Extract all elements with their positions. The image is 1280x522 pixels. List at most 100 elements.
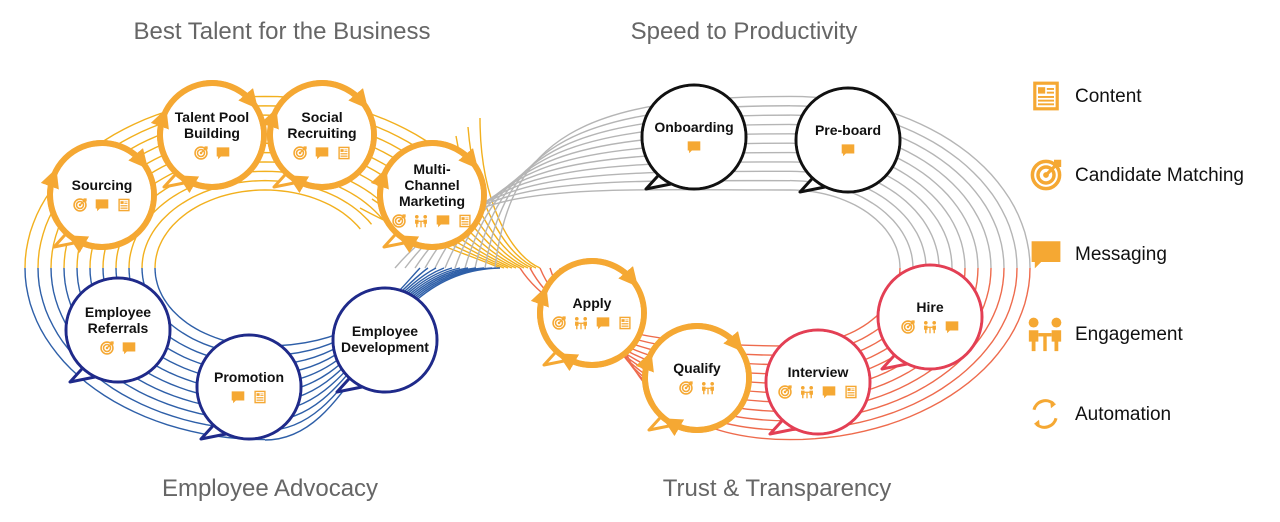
node-interview: Interview bbox=[764, 328, 872, 436]
automation-arrow bbox=[312, 80, 369, 109]
bubble-fill bbox=[334, 289, 436, 391]
bubble-fill bbox=[648, 329, 746, 427]
quadrant-title-bottom-left: Employee Advocacy bbox=[162, 475, 378, 502]
bubble-fill bbox=[767, 331, 869, 433]
automation-arrow bbox=[397, 235, 460, 254]
loop-line-gold bbox=[154, 189, 361, 269]
node-qualify: Qualify bbox=[635, 323, 752, 437]
quadrant-title-top-right: Speed to Productivity bbox=[631, 18, 858, 45]
candidate-matching-icon bbox=[392, 214, 406, 228]
node-label: Pre-board bbox=[815, 122, 881, 138]
bubble-fill bbox=[53, 146, 151, 244]
node-label: Channel bbox=[404, 177, 459, 193]
node-label: Sourcing bbox=[72, 177, 133, 193]
loop-line-gray bbox=[789, 189, 901, 269]
node-onboarding: Onboarding bbox=[640, 83, 748, 191]
candidate-matching-icon bbox=[194, 146, 208, 160]
candidate-matching-icon bbox=[679, 381, 693, 395]
loop-line-gray bbox=[494, 95, 791, 269]
candidate-matching-icon bbox=[73, 198, 87, 212]
loop-line-blue bbox=[24, 267, 266, 441]
content-icon bbox=[1033, 81, 1059, 111]
node-label: Employee bbox=[85, 304, 151, 320]
automation-arrow bbox=[202, 80, 259, 109]
candidate-matching-icon bbox=[552, 316, 566, 330]
bubble-fill bbox=[273, 86, 371, 184]
automation-arrow bbox=[150, 108, 170, 163]
candidate-matching-icon bbox=[1030, 159, 1062, 191]
node-label: Marketing bbox=[399, 193, 465, 209]
legend-label: Candidate Matching bbox=[1075, 165, 1244, 186]
node-label: Building bbox=[184, 125, 240, 141]
content-icon bbox=[845, 385, 857, 399]
legend: Content Candidate Matching Messaging Eng… bbox=[1028, 81, 1244, 430]
automation-arrow bbox=[92, 140, 149, 169]
legend-item-candidate-matching: Candidate Matching bbox=[1030, 159, 1244, 191]
automation-arrow bbox=[530, 286, 550, 341]
bubble-fill bbox=[198, 336, 300, 438]
bubble-fill bbox=[543, 264, 641, 362]
loop-line-gold bbox=[141, 179, 373, 269]
bubble-fill bbox=[797, 89, 899, 191]
content-icon bbox=[254, 390, 266, 404]
node-label: Employee bbox=[352, 323, 418, 339]
node-label: Interview bbox=[788, 364, 849, 380]
candidate-matching-icon bbox=[778, 385, 792, 399]
content-icon bbox=[338, 146, 350, 160]
candidate-matching-icon bbox=[100, 341, 114, 355]
legend-item-content: Content bbox=[1033, 81, 1142, 111]
content-icon bbox=[459, 214, 471, 228]
legend-item-engagement: Engagement bbox=[1028, 317, 1183, 352]
automation-arrow bbox=[582, 258, 639, 287]
node-label: Recruiting bbox=[287, 125, 356, 141]
node-label: Social bbox=[301, 109, 342, 125]
bubble-fill bbox=[67, 279, 169, 381]
content-icon bbox=[118, 198, 130, 212]
legend-label: Content bbox=[1075, 86, 1142, 107]
node-label: Onboarding bbox=[654, 119, 733, 135]
automation-arrow bbox=[177, 175, 240, 194]
messaging-icon bbox=[1031, 241, 1061, 269]
quadrant-title-top-left: Best Talent for the Business bbox=[133, 18, 430, 45]
automation-arrow bbox=[260, 108, 280, 163]
bubble-fill bbox=[383, 146, 481, 244]
node-label: Development bbox=[341, 339, 429, 355]
automation-arrow bbox=[287, 175, 350, 194]
node-preboard: Pre-board bbox=[794, 86, 902, 194]
automation-arrow bbox=[687, 323, 744, 352]
node-sourcing: Sourcing bbox=[40, 140, 157, 254]
candidate-matching-icon bbox=[901, 320, 915, 334]
legend-item-messaging: Messaging bbox=[1031, 241, 1167, 269]
node-label: Referrals bbox=[88, 320, 149, 336]
node-label: Multi- bbox=[413, 161, 451, 177]
node-label: Hire bbox=[916, 299, 943, 315]
automation-arrow bbox=[635, 351, 655, 406]
loop-line-blue bbox=[37, 267, 266, 431]
content-icon bbox=[619, 316, 631, 330]
candidate-matching-icon bbox=[293, 146, 307, 160]
automation-arrow bbox=[67, 235, 130, 254]
legend-label: Messaging bbox=[1075, 244, 1167, 265]
automation-icon bbox=[1032, 398, 1058, 430]
legend-item-automation: Automation bbox=[1032, 398, 1171, 430]
loop-line-gold bbox=[479, 117, 541, 269]
bubble-fill bbox=[643, 86, 745, 188]
node-apply: Apply bbox=[530, 258, 647, 372]
legend-label: Engagement bbox=[1075, 324, 1183, 345]
automation-arrow bbox=[662, 418, 725, 437]
node-label: Promotion bbox=[214, 369, 284, 385]
legend-label: Automation bbox=[1075, 404, 1171, 425]
automation-arrow bbox=[370, 168, 390, 223]
quadrant-title-bottom-right: Trust & Transparency bbox=[663, 475, 892, 502]
node-label: Qualify bbox=[673, 360, 721, 376]
bubble-fill bbox=[879, 266, 981, 368]
node-promotion: Promotion bbox=[195, 333, 303, 441]
node-hire: Hire bbox=[876, 263, 984, 371]
loop-line-gray bbox=[789, 179, 914, 269]
automation-arrow bbox=[40, 168, 60, 223]
